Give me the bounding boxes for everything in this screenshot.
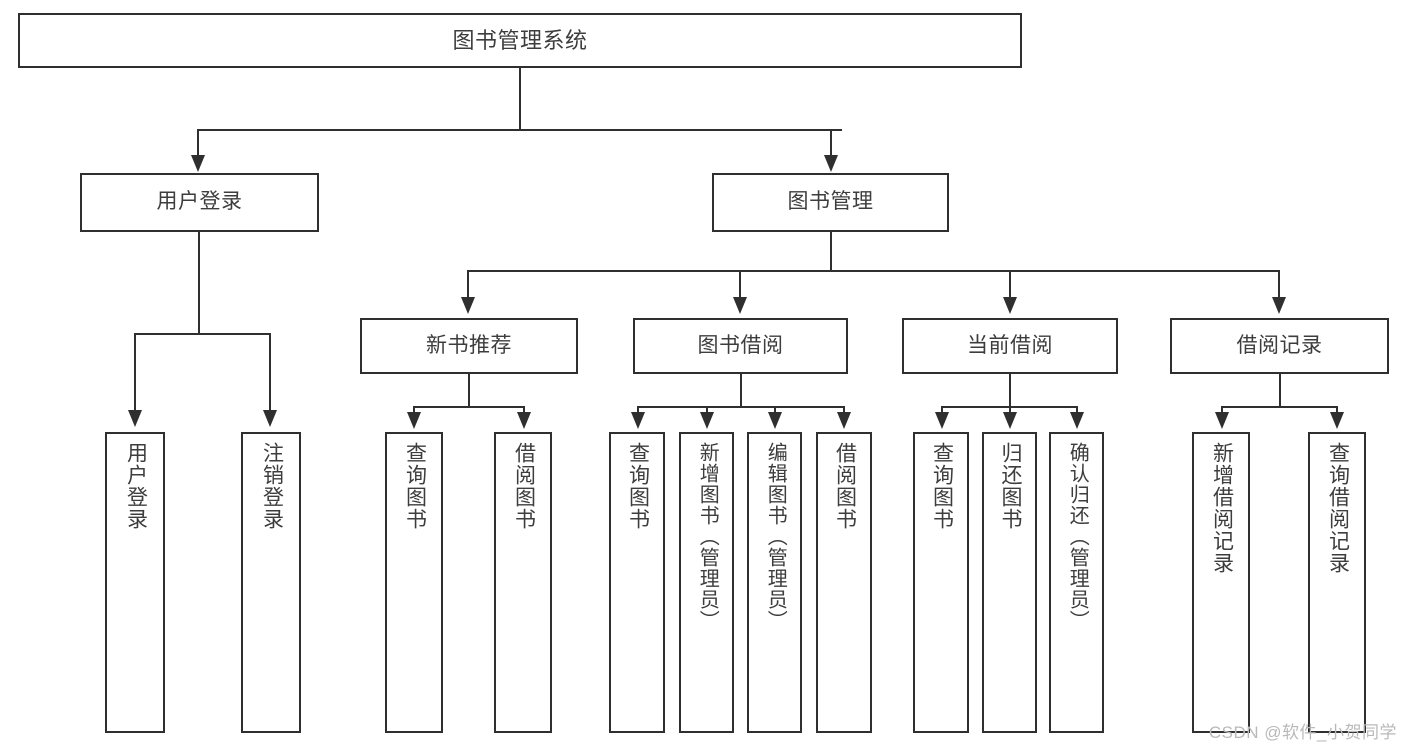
arrowhead-to-user-login <box>191 155 205 172</box>
connector-book-borrow-bus <box>637 406 845 408</box>
leaf-return-book[interactable]: 归还图书 <box>982 432 1037 733</box>
connector-current-borrow-stem <box>1009 374 1011 407</box>
node-label: 图书管理系统 <box>452 27 588 53</box>
node-label: 查询借阅记录 <box>1326 442 1350 574</box>
node-label: 借阅图书 <box>512 442 536 530</box>
arrowhead-leaf-query-book-2 <box>631 412 645 429</box>
arrowhead-borrow-record <box>1272 297 1286 314</box>
connector-borrow-record-bus <box>1221 406 1338 408</box>
leaf-add-borrow-record[interactable]: 新增借阅记录 <box>1192 432 1250 733</box>
connector-current-borrow-drop-1 <box>941 406 943 415</box>
node-label: 用户登录 <box>156 190 243 214</box>
node-borrow-record[interactable]: 借阅记录 <box>1170 318 1389 374</box>
arrowhead-leaf-edit-book <box>768 412 782 429</box>
watermark: CSDN @软件_小贺同学 <box>1208 723 1397 742</box>
node-label: 新增借阅记录 <box>1210 442 1234 574</box>
connector-book-manage-drop-1 <box>467 270 469 300</box>
connector-new-book-stem <box>468 374 470 407</box>
connector-book-manage-drop-2 <box>739 270 741 300</box>
node-root-book-management-system[interactable]: 图书管理系统 <box>18 13 1022 68</box>
arrowhead-leaf-add-record <box>1215 412 1229 429</box>
arrowhead-leaf-query-record <box>1330 412 1344 429</box>
node-label: 确认归还（管理员） <box>1066 442 1089 631</box>
node-label: 编辑图书（管理员） <box>764 442 787 631</box>
arrowhead-current-borrow <box>1003 297 1017 314</box>
connector-to-book-manage <box>830 129 832 159</box>
arrowhead-leaf-borrow-book-1 <box>517 412 531 429</box>
leaf-query-borrow-record[interactable]: 查询借阅记录 <box>1308 432 1366 733</box>
node-label: 当前借阅 <box>967 333 1053 357</box>
connector-user-login-drop-1 <box>134 333 136 413</box>
node-user-login[interactable]: 用户登录 <box>80 173 319 232</box>
leaf-borrow-book-new-recommend[interactable]: 借阅图书 <box>494 432 552 733</box>
arrowhead-leaf-query-book-3 <box>935 412 949 429</box>
node-current-borrow[interactable]: 当前借阅 <box>902 318 1118 374</box>
connector-book-manage-drop-3 <box>1009 270 1011 300</box>
node-label: 查询图书 <box>403 442 427 530</box>
connector-current-borrow-drop-2 <box>1009 406 1011 415</box>
connector-book-manage-drop-4 <box>1278 270 1280 300</box>
leaf-add-book-admin[interactable]: 新增图书（管理员） <box>679 432 734 733</box>
connector-new-book-drop-1 <box>413 406 415 415</box>
node-book-manage[interactable]: 图书管理 <box>712 173 949 232</box>
connector-book-manage-stem <box>830 232 832 272</box>
connector-book-borrow-drop-4 <box>843 406 845 415</box>
connector-borrow-record-drop-2 <box>1336 406 1338 415</box>
leaf-user-login[interactable]: 用户登录 <box>105 432 165 733</box>
arrowhead-leaf-logout <box>263 410 277 427</box>
connector-book-borrow-stem <box>740 374 742 407</box>
leaf-query-book-current[interactable]: 查询图书 <box>913 432 969 733</box>
arrowhead-leaf-user-login <box>128 410 142 427</box>
connector-user-login-stem <box>198 232 200 334</box>
node-label: 用户登录 <box>124 442 148 530</box>
node-new-book-recommend[interactable]: 新书推荐 <box>360 318 578 374</box>
leaf-borrow-book-borrow[interactable]: 借阅图书 <box>816 432 872 733</box>
arrowhead-leaf-return-book <box>1003 412 1017 429</box>
arrowhead-leaf-add-book <box>700 412 714 429</box>
connector-borrow-record-stem <box>1279 374 1281 407</box>
leaf-query-book-borrow[interactable]: 查询图书 <box>609 432 665 733</box>
arrowhead-leaf-confirm-return <box>1070 412 1084 429</box>
arrowhead-leaf-query-book-1 <box>407 412 421 429</box>
connector-to-user-login <box>197 129 199 159</box>
arrowhead-leaf-borrow-book-2 <box>837 412 851 429</box>
node-label: 图书借阅 <box>697 333 784 357</box>
node-book-borrow[interactable]: 图书借阅 <box>633 318 848 374</box>
node-label: 归还图书 <box>998 442 1022 530</box>
connector-current-borrow-drop-3 <box>1076 406 1078 415</box>
node-label: 新增图书（管理员） <box>696 442 719 631</box>
connector-book-borrow-drop-1 <box>637 406 639 415</box>
connector-borrow-record-drop-1 <box>1221 406 1223 415</box>
arrowhead-new-book-recommend <box>461 297 475 314</box>
connector-book-manage-bus <box>467 270 1279 272</box>
node-label: 查询图书 <box>626 442 650 530</box>
leaf-query-book-new-recommend[interactable]: 查询图书 <box>385 432 443 733</box>
arrowhead-to-book-manage <box>824 155 838 172</box>
arrowhead-book-borrow <box>733 297 747 314</box>
connector-book-borrow-drop-3 <box>774 406 776 415</box>
connector-user-login-drop-2 <box>269 333 271 413</box>
connector-book-borrow-drop-2 <box>706 406 708 415</box>
node-label: 借阅记录 <box>1236 333 1323 357</box>
node-label: 借阅图书 <box>833 442 857 530</box>
connector-root-bus <box>197 129 842 131</box>
node-label: 查询图书 <box>930 442 954 530</box>
node-label: 新书推荐 <box>426 333 512 357</box>
leaf-logout[interactable]: 注销登录 <box>241 432 301 733</box>
node-label: 图书管理 <box>787 190 874 214</box>
connector-user-login-bus <box>134 333 271 335</box>
node-label: 注销登录 <box>260 442 284 530</box>
connector-new-book-drop-2 <box>523 406 525 415</box>
connector-root-stem <box>519 68 521 130</box>
connector-new-book-bus <box>413 406 525 408</box>
leaf-edit-book-admin[interactable]: 编辑图书（管理员） <box>747 432 802 733</box>
leaf-confirm-return-admin[interactable]: 确认归还（管理员） <box>1049 432 1104 733</box>
